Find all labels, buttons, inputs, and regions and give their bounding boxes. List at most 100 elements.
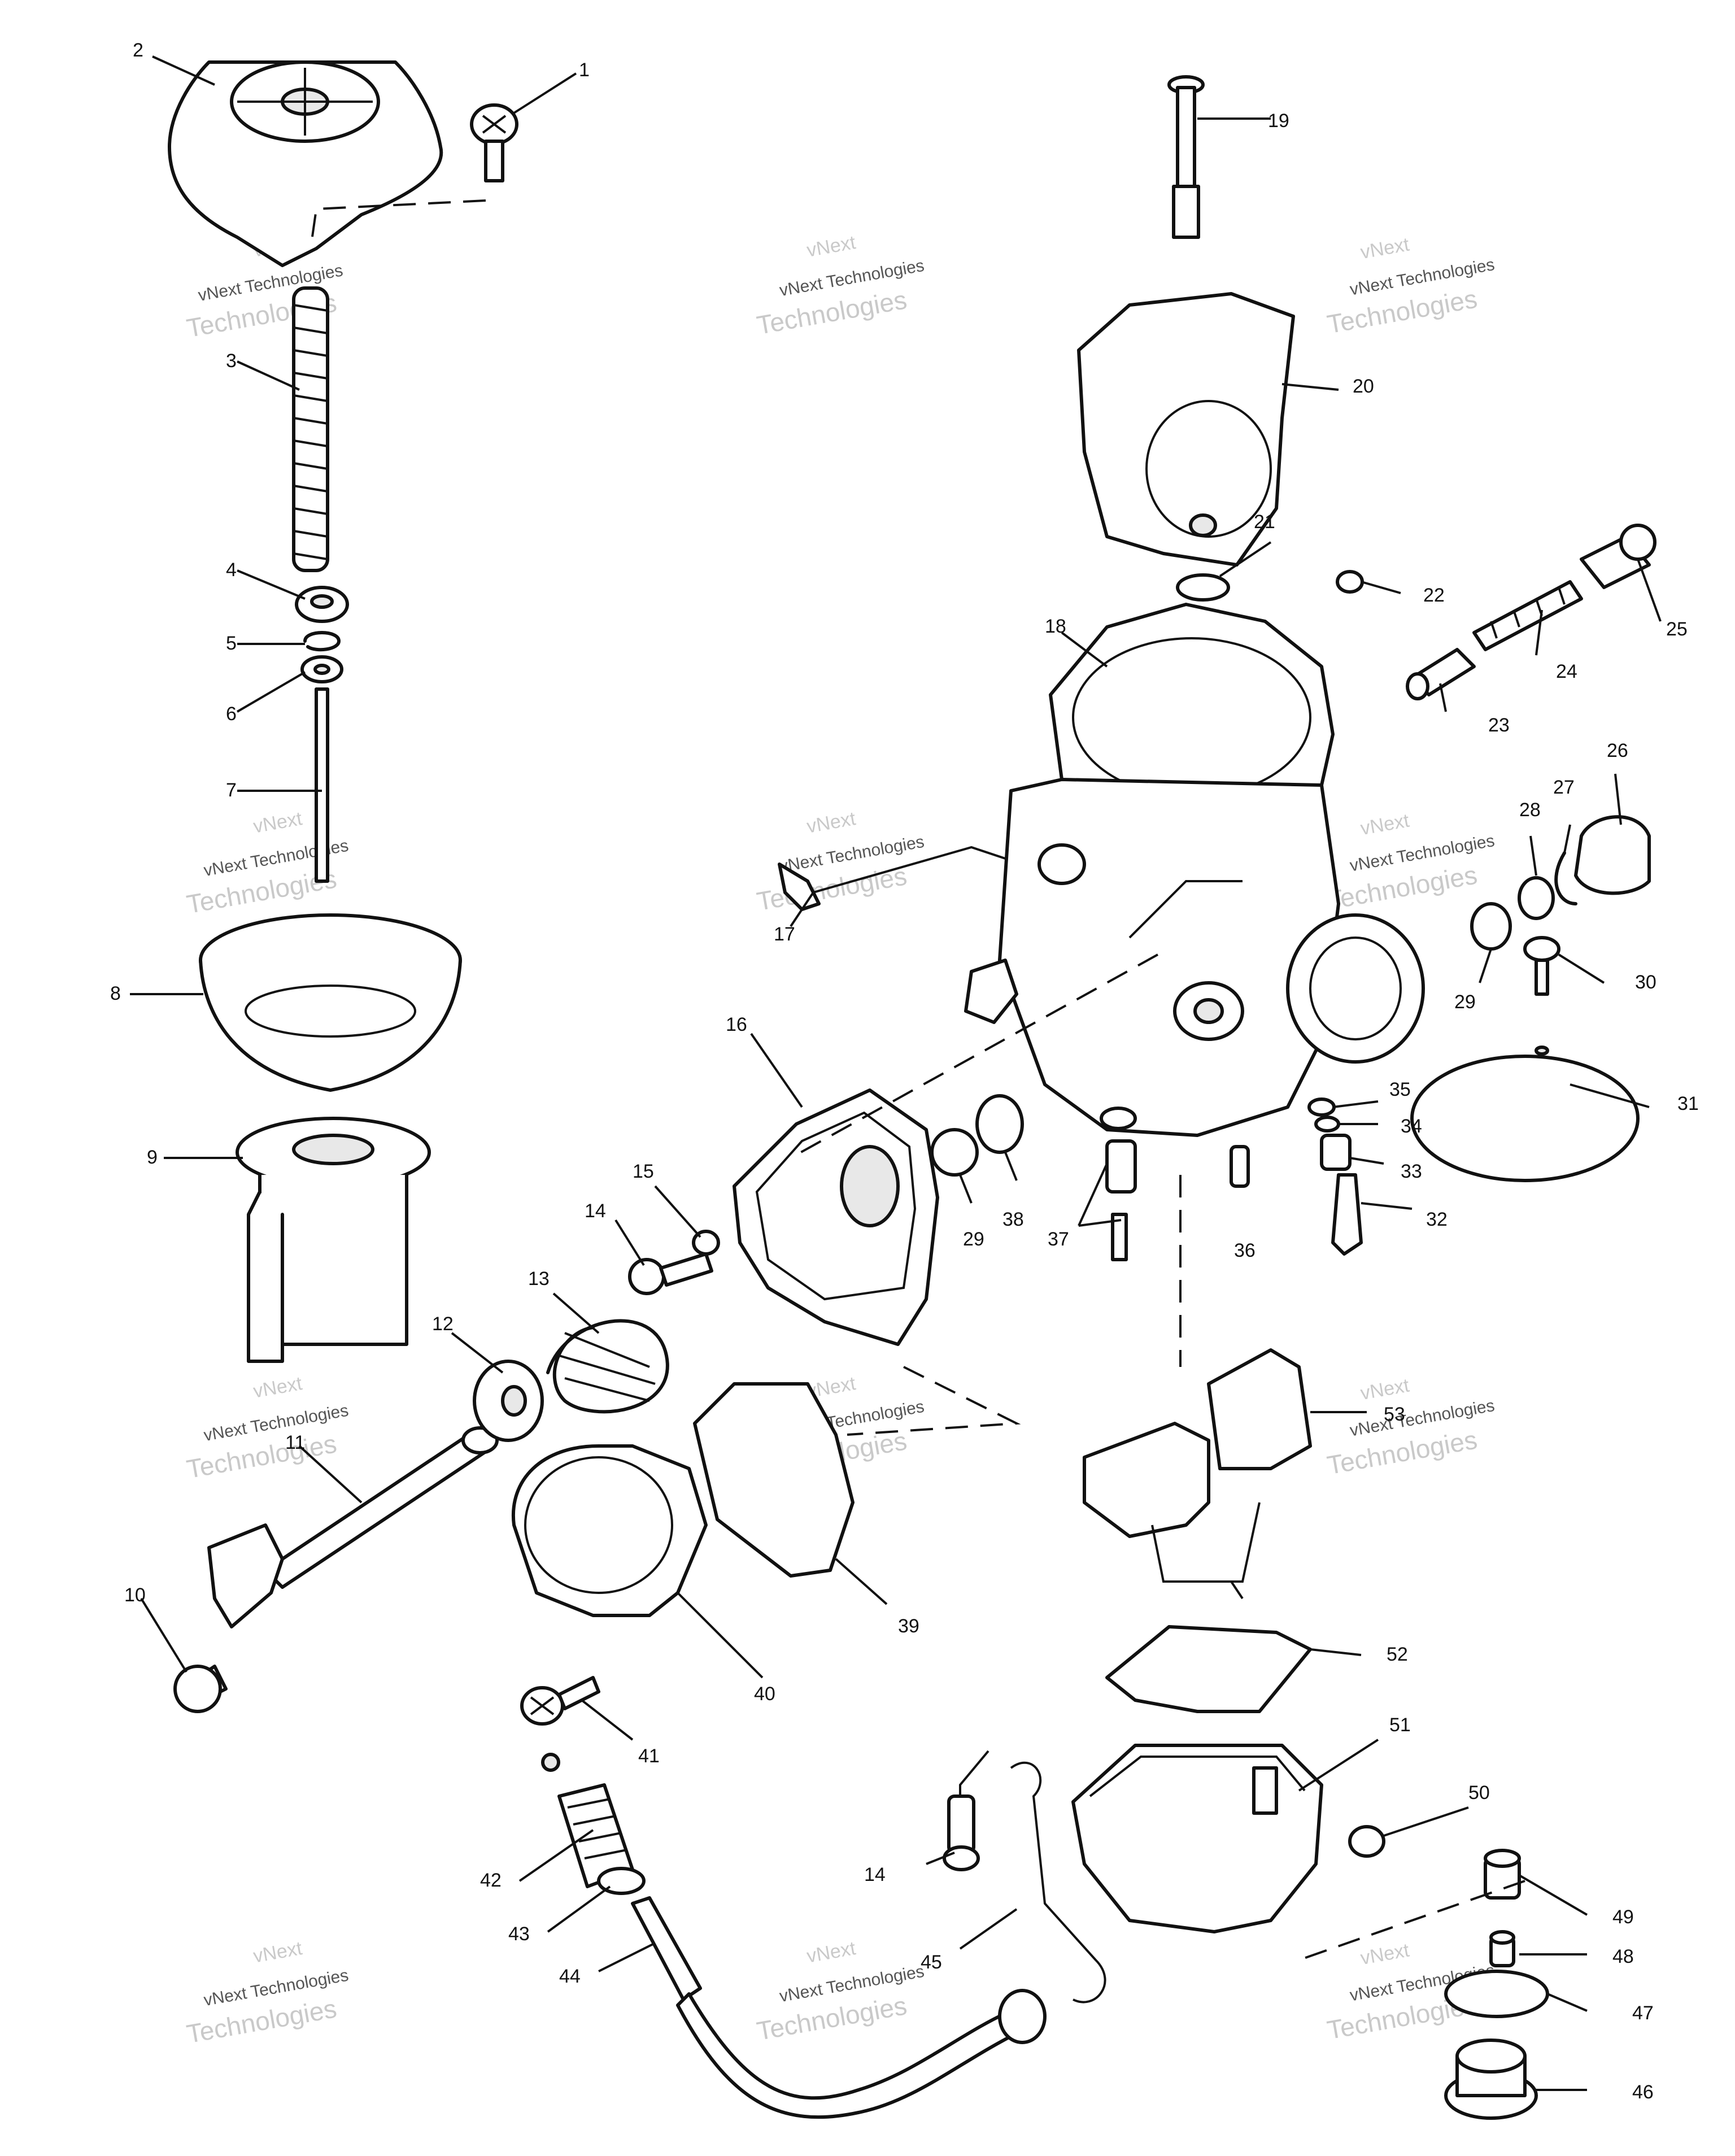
callout-11: 11 xyxy=(285,1432,305,1453)
part-bushing xyxy=(473,1360,544,1442)
callout-18: 18 xyxy=(1045,616,1066,637)
watermark-6: vNext vNext Technologies Technologies xyxy=(1325,810,1496,916)
callout-37: 37 xyxy=(1048,1229,1069,1250)
callout-49: 49 xyxy=(1612,1906,1634,1928)
callout-13: 13 xyxy=(528,1268,550,1290)
callout-7: 7 xyxy=(226,779,237,801)
callout-39: 39 xyxy=(898,1615,919,1637)
callout-46: 46 xyxy=(1632,2081,1654,2103)
callout-14-lower: 14 xyxy=(864,1864,886,1885)
leader-lines xyxy=(130,55,1662,2091)
svg-text:vNext: vNext xyxy=(252,1937,304,1967)
part-washer xyxy=(300,655,343,683)
watermark-5: vNext vNext Technologies Technologies xyxy=(755,808,926,916)
part-bowl-gasket xyxy=(1105,1625,1312,1713)
part-plunger-nut xyxy=(1580,524,1656,589)
part-side-housing xyxy=(733,1088,939,1346)
watermark-11: vNext vNext Technologies Technologies xyxy=(755,1937,926,2046)
callout-48: 48 xyxy=(1612,1946,1634,1967)
callout-6: 6 xyxy=(226,703,237,725)
part-jet-holder xyxy=(1484,1849,1521,1900)
part-plate-screw xyxy=(1523,936,1560,996)
callout-10: 10 xyxy=(124,1584,146,1606)
callout-32: 32 xyxy=(1426,1209,1448,1230)
part-carburetor-body xyxy=(964,603,1425,1137)
svg-text:vNext: vNext xyxy=(1359,1940,1411,1970)
callout-42: 42 xyxy=(480,1870,502,1891)
callout-20: 20 xyxy=(1353,376,1374,397)
part-drain-o-ring xyxy=(1444,1970,1549,2018)
svg-text:vNext: vNext xyxy=(1359,234,1411,264)
part-cap-screw xyxy=(470,103,518,182)
watermark-10: vNext vNext Technologies Technologies xyxy=(184,1937,350,2049)
callout-44: 44 xyxy=(559,1966,581,1987)
svg-text:vNext: vNext xyxy=(805,808,858,838)
callout-34: 34 xyxy=(1401,1116,1422,1137)
callout-14: 14 xyxy=(585,1200,606,1222)
part-main-jet xyxy=(1489,1930,1515,1967)
svg-text:vNext: vNext xyxy=(252,1373,304,1403)
part-spring-seat xyxy=(295,586,349,623)
part-cap-26 xyxy=(1574,815,1651,895)
callout-24: 24 xyxy=(1556,661,1577,682)
callout-40: 40 xyxy=(754,1683,775,1705)
callout-47: 47 xyxy=(1632,2002,1654,2024)
part-plate xyxy=(1410,1046,1640,1182)
callout-26: 26 xyxy=(1607,740,1628,761)
part-slide-spring xyxy=(292,286,329,572)
part-e-clip xyxy=(303,631,341,652)
part-drain-plug xyxy=(1348,1825,1385,1858)
callout-31: 31 xyxy=(1677,1093,1699,1114)
callout-5: 5 xyxy=(226,633,237,654)
svg-text:Technologies: Technologies xyxy=(755,285,909,340)
part-throttle-slide xyxy=(236,1117,431,1363)
callout-15: 15 xyxy=(633,1161,654,1182)
svg-text:Technologies: Technologies xyxy=(1325,284,1479,339)
svg-text:Technologies: Technologies xyxy=(755,861,909,916)
part-float-bowl xyxy=(1071,1744,1323,1933)
callout-22: 22 xyxy=(1423,585,1445,606)
callout-4: 4 xyxy=(226,559,237,581)
callout-21: 21 xyxy=(1254,511,1275,533)
part-shaft-plug xyxy=(173,1665,228,1713)
callout-2: 2 xyxy=(133,40,143,61)
centerline-cover xyxy=(847,1366,1021,1436)
svg-text:vNext: vNext xyxy=(1359,810,1411,840)
callout-16: 16 xyxy=(726,1014,747,1035)
callout-41: 41 xyxy=(638,1745,660,1767)
part-choke-rod xyxy=(1167,75,1205,239)
part-o-ring-top xyxy=(1176,573,1230,602)
part-jet-needle xyxy=(315,687,329,883)
part-throttle-shaft xyxy=(207,1426,499,1628)
part-bowl-screw xyxy=(943,1795,980,1871)
part-drain-bolt xyxy=(1444,2039,1538,2120)
callout-43: 43 xyxy=(508,1923,530,1945)
callout-3: 3 xyxy=(226,350,237,372)
part-top-cap xyxy=(168,60,443,267)
svg-text:Technologies: Technologies xyxy=(1325,1425,1479,1480)
watermark-9: vNext vNext Technologies Technologies xyxy=(1325,1375,1496,1480)
part-float xyxy=(1083,1348,1312,1600)
callout-51: 51 xyxy=(1389,1714,1411,1736)
part-plunger-spring xyxy=(1472,580,1583,651)
svg-text:vNext: vNext xyxy=(1359,1375,1411,1405)
part-bracket xyxy=(1077,292,1295,567)
part-ring-28 xyxy=(1518,876,1555,920)
part-return-spring xyxy=(546,1319,669,1414)
callout-33: 33 xyxy=(1401,1161,1422,1182)
part-plunger xyxy=(1406,648,1476,700)
part-cover-gasket xyxy=(693,1382,855,1578)
part-cap-small xyxy=(1336,570,1364,594)
callout-35: 35 xyxy=(1389,1079,1411,1100)
callout-45: 45 xyxy=(921,1952,942,1973)
callout-28: 28 xyxy=(1519,799,1541,821)
part-diaphragm xyxy=(199,913,462,1092)
callout-9: 9 xyxy=(147,1147,158,1168)
callout-23: 23 xyxy=(1488,715,1510,736)
centerline-drain xyxy=(1298,1880,1525,1961)
callout-25: 25 xyxy=(1666,619,1688,640)
part-adjust-screw-32 xyxy=(1331,1173,1363,1256)
part-idle-screw-cable xyxy=(631,1896,1047,2119)
callout-50: 50 xyxy=(1468,1782,1490,1804)
callout-52: 52 xyxy=(1387,1644,1408,1665)
